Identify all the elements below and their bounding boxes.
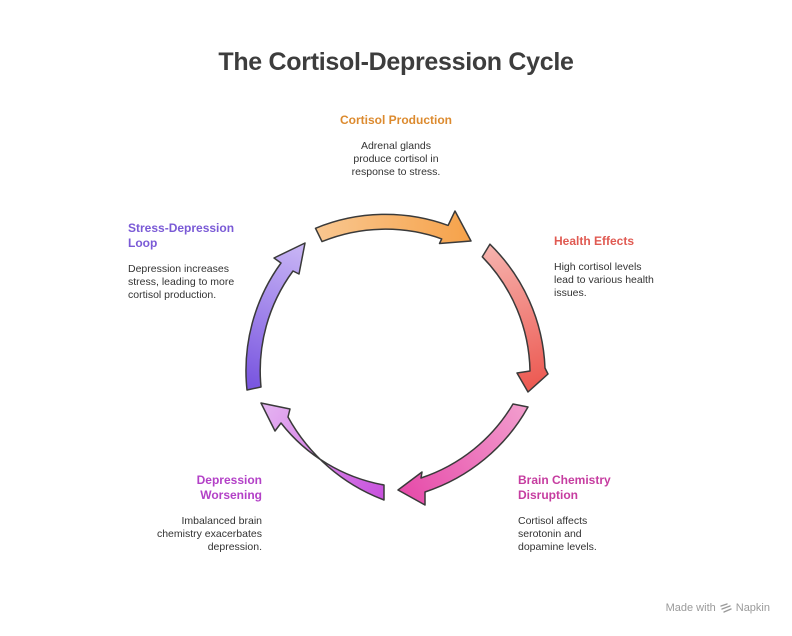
- stage-description-line: serotonin and: [518, 528, 582, 540]
- stage-heading-line: Depression: [196, 473, 262, 487]
- stage-heading: Health Effects: [554, 234, 674, 249]
- stage-description: Imbalanced brain chemistry exacerbates d…: [132, 515, 262, 554]
- stage-description: High cortisol levels lead to various hea…: [554, 261, 674, 300]
- stage-description-line: cortisol production.: [128, 289, 217, 301]
- stage-heading-line: Brain Chemistry: [518, 473, 611, 487]
- stage-description-line: Depression increases: [128, 263, 229, 275]
- stage-heading-line: Stress-Depression: [128, 221, 235, 235]
- arrow-brain-to-depression: [397, 403, 529, 506]
- stage-description-line: issues.: [554, 287, 587, 299]
- stage-stress-depression-loop: Stress-Depression Loop Depression increa…: [128, 221, 268, 302]
- stage-heading-line: Loop: [128, 236, 158, 250]
- stage-description-line: lead to various health: [554, 274, 654, 286]
- arrow-cortisol-to-health: [314, 210, 472, 245]
- stage-heading-text: Cortisol Production: [340, 113, 452, 127]
- stage-heading: Brain Chemistry Disruption: [518, 473, 648, 503]
- arrow-stress-to-cortisol: [245, 242, 306, 391]
- napkin-brand-text: Napkin: [735, 602, 770, 614]
- stage-description-line: Adrenal glands: [360, 140, 432, 152]
- stage-brain-chemistry-disruption: Brain Chemistry Disruption Cortisol affe…: [518, 473, 648, 554]
- stage-description: Cortisol affects serotonin and dopamine …: [518, 515, 648, 554]
- stage-heading-text: Health Effects: [554, 234, 635, 248]
- stage-description-line: dopamine levels.: [518, 541, 597, 553]
- stage-description-line: Cortisol affects: [518, 515, 588, 527]
- diagram-title: The Cortisol-Depression Cycle: [218, 48, 574, 76]
- stage-heading: Stress-Depression Loop: [128, 221, 268, 251]
- stage-description: Depression increases stress, leading to …: [128, 263, 268, 302]
- stage-heading-line: Worsening: [200, 488, 262, 502]
- arrow-health-to-brain: [481, 243, 549, 393]
- arrow-depression-to-stress: [260, 402, 385, 501]
- stage-description-line: High cortisol levels: [554, 261, 642, 273]
- stage-description-line: response to stress.: [351, 166, 441, 178]
- stage-heading-line: Disruption: [518, 488, 578, 502]
- stage-description: Adrenal glands produce cortisol in respo…: [296, 140, 496, 179]
- made-with-text: Made with: [665, 602, 716, 614]
- stage-health-effects: Health Effects High cortisol levels lead…: [554, 234, 674, 300]
- stage-cortisol-production: Cortisol Production Adrenal glands produ…: [296, 113, 496, 179]
- stage-description-line: Imbalanced brain: [181, 515, 262, 527]
- stage-depression-worsening: Depression Worsening Imbalanced brain ch…: [132, 473, 262, 554]
- stage-heading: Cortisol Production: [296, 113, 496, 128]
- stage-description-line: produce cortisol in: [353, 153, 439, 165]
- stage-description-line: stress, leading to more: [128, 276, 235, 288]
- stage-description-line: chemistry exacerbates: [156, 528, 262, 540]
- napkin-attribution[interactable]: Made with Napkin: [666, 602, 770, 614]
- stage-description-line: depression.: [207, 541, 262, 553]
- napkin-logo-icon: [720, 602, 732, 613]
- stage-heading: Depression Worsening: [132, 473, 262, 503]
